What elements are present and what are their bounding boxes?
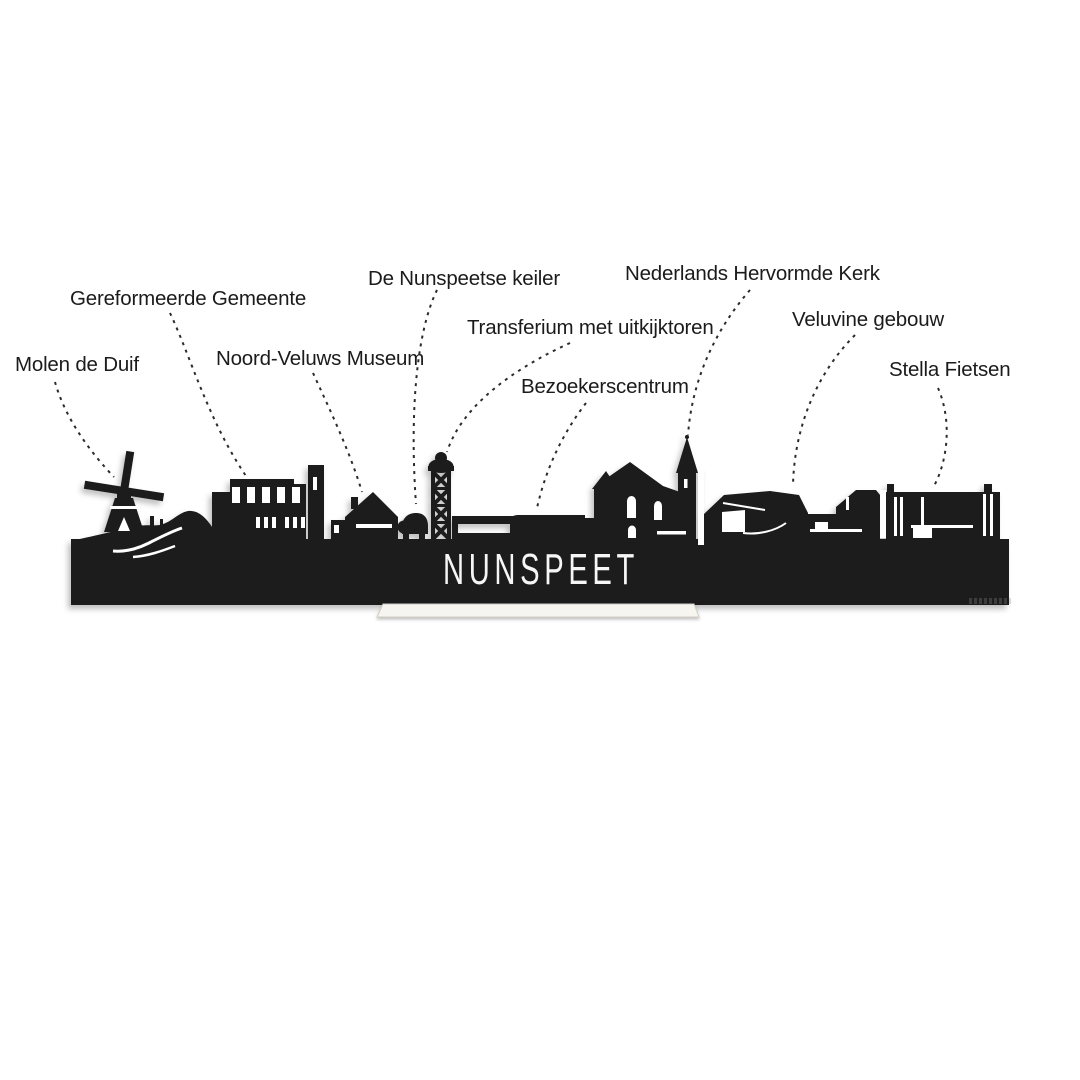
observation-tower-transferium — [428, 452, 454, 541]
stand — [376, 603, 700, 618]
gereformeerde-windows — [232, 487, 305, 528]
label-de-nunspeetse-keiler: De Nunspeetse keiler — [368, 267, 560, 290]
city-name-cutout: NUNSPEET — [443, 545, 639, 594]
label-noord-veluws-museum: Noord-Veluws Museum — [216, 347, 425, 370]
museum-window-slit — [356, 524, 392, 528]
church-windows — [627, 479, 688, 538]
label-bezoekerscentrum: Bezoekerscentrum — [521, 375, 689, 398]
hill — [75, 510, 214, 540]
leader-line-keiler — [412, 289, 438, 505]
leader-line-transferium — [446, 342, 571, 453]
windmill-legs-cutout — [118, 517, 130, 531]
leader-line-kerk — [687, 289, 751, 436]
building-gap-2 — [880, 490, 886, 538]
veluvine-cutouts — [722, 502, 862, 535]
label-nederlands-hervormde-kerk: Nederlands Hervormde Kerk — [625, 262, 880, 285]
label-stella-fietsen: Stella Fietsen — [889, 358, 1011, 381]
hill-path-cutout — [112, 526, 183, 559]
boar-nunspeetse-keiler — [397, 513, 428, 539]
leader-line-gereformeerde — [169, 312, 247, 477]
sloped-building-slit — [846, 497, 849, 510]
tower-silhouette — [308, 465, 324, 539]
museum-annex-window — [334, 525, 339, 533]
skyline-silhouette: NUNSPEET — [71, 435, 1009, 605]
leader-line-molen — [54, 381, 115, 478]
house-noord-veluws-museum — [331, 492, 398, 539]
leader-lines — [54, 289, 948, 509]
leader-line-veluvine — [792, 334, 856, 487]
building-gereformeerde-gemeente — [212, 479, 306, 539]
building-gap — [698, 468, 704, 545]
canopy-building — [452, 516, 516, 539]
building-stella-fietsen — [886, 484, 1000, 539]
building-bezoekerscentrum — [510, 515, 585, 539]
leader-line-stella — [933, 387, 948, 487]
label-molen-de-duif: Molen de Duif — [15, 353, 139, 376]
watermark — [969, 598, 1011, 604]
stella-cutouts — [894, 494, 993, 538]
label-veluvine-gebouw: Veluvine gebouw — [792, 308, 945, 331]
label-transferium: Transferium met uitkijktoren — [467, 316, 714, 339]
label-gereformeerde-gemeente: Gereformeerde Gemeente — [70, 287, 307, 310]
tower-slit — [313, 477, 317, 490]
windmill-slit — [110, 506, 138, 509]
leader-line-bezoekerscentrum — [536, 402, 587, 509]
skyline-base-band — [71, 539, 1009, 605]
church-nederlands-hervormde-kerk — [583, 435, 698, 539]
leader-line-museum — [312, 372, 363, 493]
